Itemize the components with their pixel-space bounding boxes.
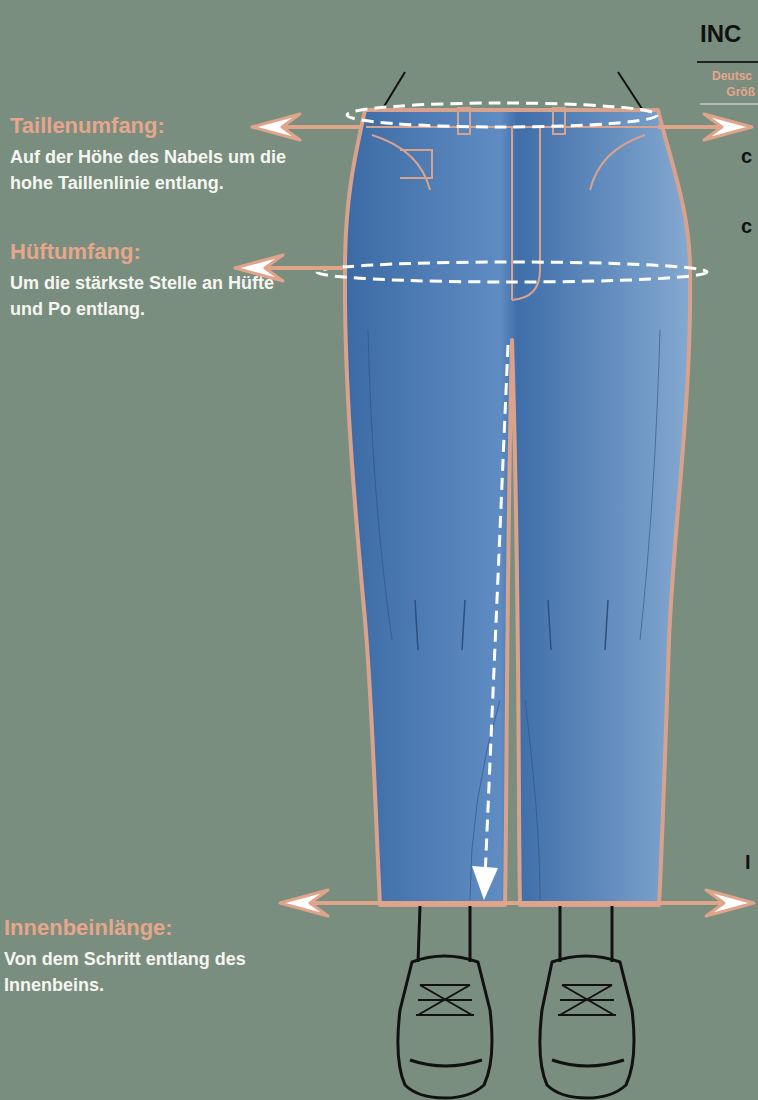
measure-heading: Hüftumfang:: [10, 236, 141, 268]
seam: [368, 330, 660, 900]
table-header-cell: Größ: [726, 84, 755, 101]
fly: [512, 127, 540, 300]
measure-note: Auf der Höhe des Nabels um die hohe Tail…: [10, 144, 302, 196]
arrowhead: [280, 890, 328, 916]
coin-pocket: [400, 150, 432, 178]
arrowhead: [706, 890, 754, 916]
inseam-measure: [485, 345, 508, 878]
measure-heading: Taillenumfang:: [10, 110, 165, 142]
table-heading: INC: [700, 16, 741, 51]
table-cell: I: [745, 848, 751, 877]
ankle: [418, 906, 470, 962]
pointer-arrows: [245, 127, 744, 903]
sneakers: [398, 906, 634, 1098]
ankle: [560, 906, 612, 962]
table-rule: [700, 104, 758, 105]
arrowhead: [252, 114, 300, 140]
inseam-arrowhead: [472, 866, 498, 900]
table-rule: [697, 61, 758, 63]
arrowheads: [235, 114, 754, 916]
measure-note: Von dem Schritt entlang des Innenbeins.: [4, 946, 266, 998]
sneaker: [540, 956, 634, 1098]
pocket: [372, 135, 645, 190]
belt-loop: [553, 108, 565, 134]
table-header-cell: Deutsc: [712, 68, 752, 85]
sneaker-sole: [552, 1060, 624, 1066]
hip-measure: [317, 262, 707, 282]
measure-note: Um die stärkste Stelle an Hüfte und Po e…: [10, 270, 290, 322]
laces: [416, 985, 474, 1015]
measure-heading: Innenbeinlänge:: [4, 912, 173, 944]
table-cell: c: [741, 142, 752, 171]
sneaker: [398, 956, 492, 1098]
table-cell: c: [741, 212, 752, 241]
arrowhead: [704, 114, 752, 140]
jeans-outline: [345, 110, 690, 905]
inseam-arrow: [290, 901, 744, 905]
sneaker-sole: [410, 1060, 482, 1066]
waist-measure: [347, 103, 657, 127]
laces: [558, 985, 616, 1015]
knee-crease: [415, 600, 608, 650]
belt-loop: [458, 108, 470, 134]
